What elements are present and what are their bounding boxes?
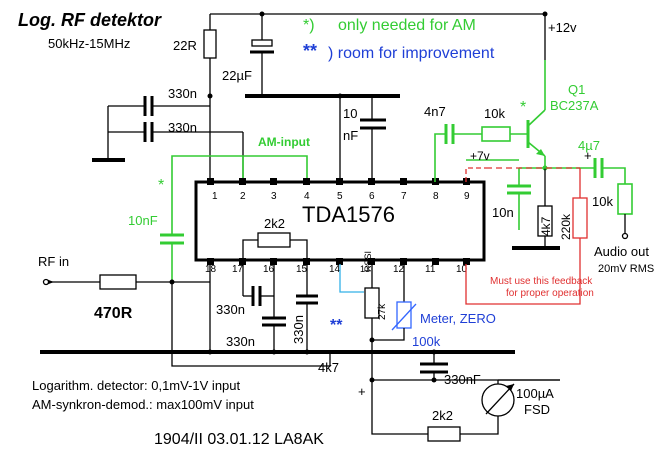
pin-14: 14 <box>329 264 341 275</box>
r-220k-label: 220k <box>559 213 573 240</box>
pot-100k <box>396 301 412 329</box>
c-10nf-unit: nF <box>343 128 358 143</box>
footer: 1904/II 03.01.12 LA8AK <box>154 431 324 448</box>
audio-out-label: Audio out <box>594 244 649 259</box>
dstar-note: ) room for improvement <box>328 45 495 62</box>
supply-label: +12v <box>548 20 577 35</box>
r-22r-label: 22R <box>173 38 197 53</box>
spec-line-1: Logarithm. detector: 0,1mV-1V input <box>32 378 241 393</box>
feedback-note-2: for proper operation <box>506 288 594 299</box>
pin-11: 11 <box>425 264 436 275</box>
pin-5: 5 <box>337 191 343 202</box>
resistor-22r <box>203 29 217 59</box>
resistor-2k2-ic <box>242 232 308 260</box>
c-330nf-label: 330nF <box>444 372 481 387</box>
c-330n-d-label: 330n <box>226 334 255 349</box>
pin-6: 6 <box>369 191 375 202</box>
pin-13: 13 <box>360 264 370 274</box>
pin-17: 17 <box>232 264 244 275</box>
rssi-network <box>339 264 560 442</box>
feedback-note-1: Must use this feedback <box>490 276 593 287</box>
pin-1: 1 <box>212 191 218 202</box>
c-4u7-label: 4µ7 <box>578 138 600 153</box>
am-input-label: AM-input <box>258 135 310 149</box>
supply-rail <box>203 11 548 182</box>
r-4k7-bottom-wire <box>171 282 331 367</box>
pin-8: 8 <box>433 191 439 202</box>
star-note-mark: *) <box>303 17 315 34</box>
c-10nf-green-label: 10nF <box>128 213 158 228</box>
r-10k-base-label: 10k <box>484 106 505 121</box>
dstar-note-mark: ** <box>303 41 317 61</box>
audio-level-label: 20mV RMS <box>598 263 654 275</box>
capacitors-330n-left <box>92 96 244 182</box>
c-330n-a-label: 330n <box>168 86 197 101</box>
q1-type-label: BC237A <box>550 98 599 113</box>
r-4k7-emitter-label: 4k7 <box>539 216 553 236</box>
pot-100k-label: 100k <box>412 334 441 349</box>
rf-in-label: RF in <box>38 254 69 269</box>
c-10nf-label: 10 <box>343 106 357 121</box>
pin-16: 16 <box>263 264 275 275</box>
q1-label: Q1 <box>568 82 585 97</box>
pin-10: 10 <box>456 264 468 275</box>
v-7v-label: +7v <box>470 149 490 163</box>
rf-input <box>42 264 211 352</box>
pin-15: 15 <box>296 264 308 275</box>
ic-name: TDA1576 <box>302 202 395 227</box>
ic-pins-bottom <box>207 258 470 265</box>
r-27k-label: 27k <box>377 303 388 320</box>
q1-star: * <box>520 99 526 116</box>
pin-9: 9 <box>464 191 470 202</box>
c-330n-b-label: 330n <box>168 120 197 135</box>
resistor-2k2-meter <box>427 426 461 442</box>
pin-2: 2 <box>240 191 246 202</box>
feedback-path <box>465 167 588 305</box>
am-star: * <box>158 177 164 194</box>
meter-plus: + <box>358 384 366 399</box>
pin-13-rssi: RSSI <box>363 251 373 272</box>
resistor-470r <box>99 274 137 290</box>
c-22uf-label: 22µF <box>222 68 252 83</box>
r-470r-label: 470R <box>94 305 133 322</box>
freq-range: 50kHz-15MHz <box>48 36 130 51</box>
capacitors-330n-bottom <box>242 264 318 352</box>
c-330n-c-label: 330n <box>216 302 245 317</box>
audio-stage <box>434 60 633 250</box>
c-330n-e-label: 330n <box>291 315 306 344</box>
title: Log. RF detektor <box>18 10 162 30</box>
am-input-path <box>160 155 308 282</box>
r-4k7-bottom-label: 4k7 <box>318 360 339 375</box>
resistor-220k <box>572 197 588 239</box>
resistor-10k-out <box>617 183 633 215</box>
resistor-10k-base <box>481 126 511 142</box>
c-4n7-label: 4n7 <box>424 104 446 119</box>
r-2k2-ic-label: 2k2 <box>264 216 285 231</box>
meter-fsd-label: FSD <box>524 402 550 417</box>
star-note: only needed for AM <box>338 17 476 34</box>
spec-line-2: AM-synkron-demod.: max100mV input <box>32 397 254 412</box>
r-10k-out-label: 10k <box>592 194 613 209</box>
meter-100ua-label: 100µA <box>516 386 554 401</box>
pin-4: 4 <box>304 191 310 202</box>
r-2k2-meter-label: 2k2 <box>432 408 453 423</box>
c-10n-emitter-label: 10n <box>492 205 514 220</box>
pin-7: 7 <box>401 191 407 202</box>
c-4u7-plus: + <box>584 148 592 163</box>
dstar-mark-rssi: ** <box>330 317 343 334</box>
pin-18: 18 <box>205 264 217 275</box>
capacitor-10nf-top <box>337 93 386 182</box>
pin-3: 3 <box>271 191 277 202</box>
meter-zero-label: Meter, ZERO <box>420 311 496 326</box>
pin-12: 12 <box>393 264 405 275</box>
